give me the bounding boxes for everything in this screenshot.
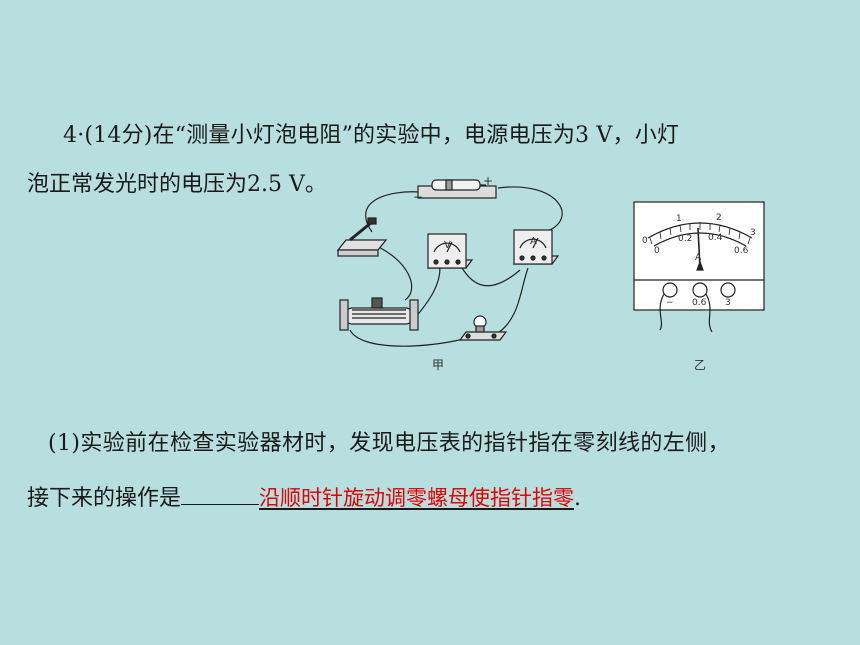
figure-yi [633,201,765,333]
figure-yi-caption: 乙 [694,358,707,372]
part1-line-1: (1)实验前在检查实验器材时，发现电压表的指针指在零刻线的左侧， [48,431,730,456]
battery-minus-label: − [413,190,424,204]
part1-prefix: 接下来的操作是 [27,486,182,511]
terminal-minus [662,282,678,298]
dial-arc-inner [653,232,747,247]
scale-bottom-06: 0.6 [734,246,749,256]
scale-bottom-02: 0.2 [678,234,693,244]
wire [497,186,563,233]
wire [349,329,469,347]
wire [414,267,441,319]
voltmeter-letter: V [444,240,451,251]
lamp [458,315,508,341]
figure-jia [336,179,563,347]
scale-top-0: 0 [642,236,648,246]
question-line-2: 泡正常发光时的电压为2.5 V。 [27,172,327,197]
battery-holder [417,179,497,199]
scale-top-3: 3 [750,228,756,238]
part1-answer: 沿顺时针旋动调零螺母使指针指零 [259,486,575,510]
voltmeter [426,233,474,269]
terminal-label-3: 3 [725,298,731,308]
figure-jia-caption: 甲 [432,358,445,372]
dial-ticks [649,222,751,245]
terminal-label-minus: − [666,298,674,308]
ammeter-letter: A [530,236,537,247]
answer-blank [181,486,260,505]
wire [365,191,421,233]
rheostat [339,297,419,331]
scale-top-1: 1 [676,214,682,224]
terminal-3 [720,282,736,298]
terminal-label-06: 0.6 [692,298,707,308]
scale-bottom-04: 0.4 [708,233,723,243]
question-line-1: 4·(14分)在“测量小灯泡电阻”的实验中，电源电压为3 V，小灯 [63,123,680,148]
part1-suffix: . [574,486,582,511]
scale-bottom-0: 0 [654,246,660,256]
wire [461,267,521,287]
battery-plus-label: + [483,174,494,188]
part1-line-2: 接下来的操作是 沿顺时针旋动调零螺母使指针指零. [27,480,581,512]
terminal-06 [692,282,708,298]
ammeter [512,229,560,265]
meter-letter: A [695,253,702,263]
wire [659,293,665,331]
switch [336,217,388,257]
wire [705,293,713,333]
wire [371,243,413,301]
wire [494,267,529,336]
scale-top-2: 2 [716,213,722,223]
